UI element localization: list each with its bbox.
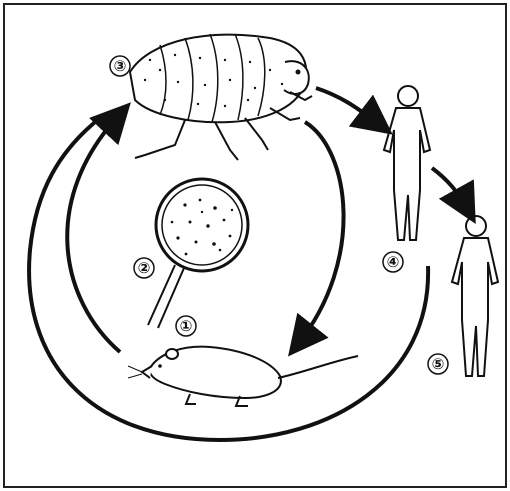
- arrow-icon: [67, 114, 120, 352]
- svg-text:③: ③: [114, 57, 127, 75]
- label-magnifier: ②: [134, 258, 154, 278]
- arrow-icon: [432, 168, 468, 210]
- arrow-icon: [316, 88, 380, 125]
- human-figure-icon: [452, 216, 498, 376]
- label-human-1: ④: [383, 252, 403, 272]
- rat-icon: [128, 347, 358, 406]
- svg-text:①: ①: [180, 317, 193, 335]
- svg-text:⑤: ⑤: [432, 355, 445, 373]
- label-rat: ①: [176, 316, 196, 336]
- human-figure-icon: [384, 86, 430, 240]
- svg-text:④: ④: [387, 253, 400, 271]
- label-flea: ③: [110, 56, 130, 76]
- magnifying-glass-icon: [148, 179, 248, 328]
- arrow-icon: [298, 122, 344, 344]
- flea-icon: [130, 34, 312, 160]
- label-human-2: ⑤: [428, 354, 448, 374]
- svg-text:②: ②: [138, 259, 151, 277]
